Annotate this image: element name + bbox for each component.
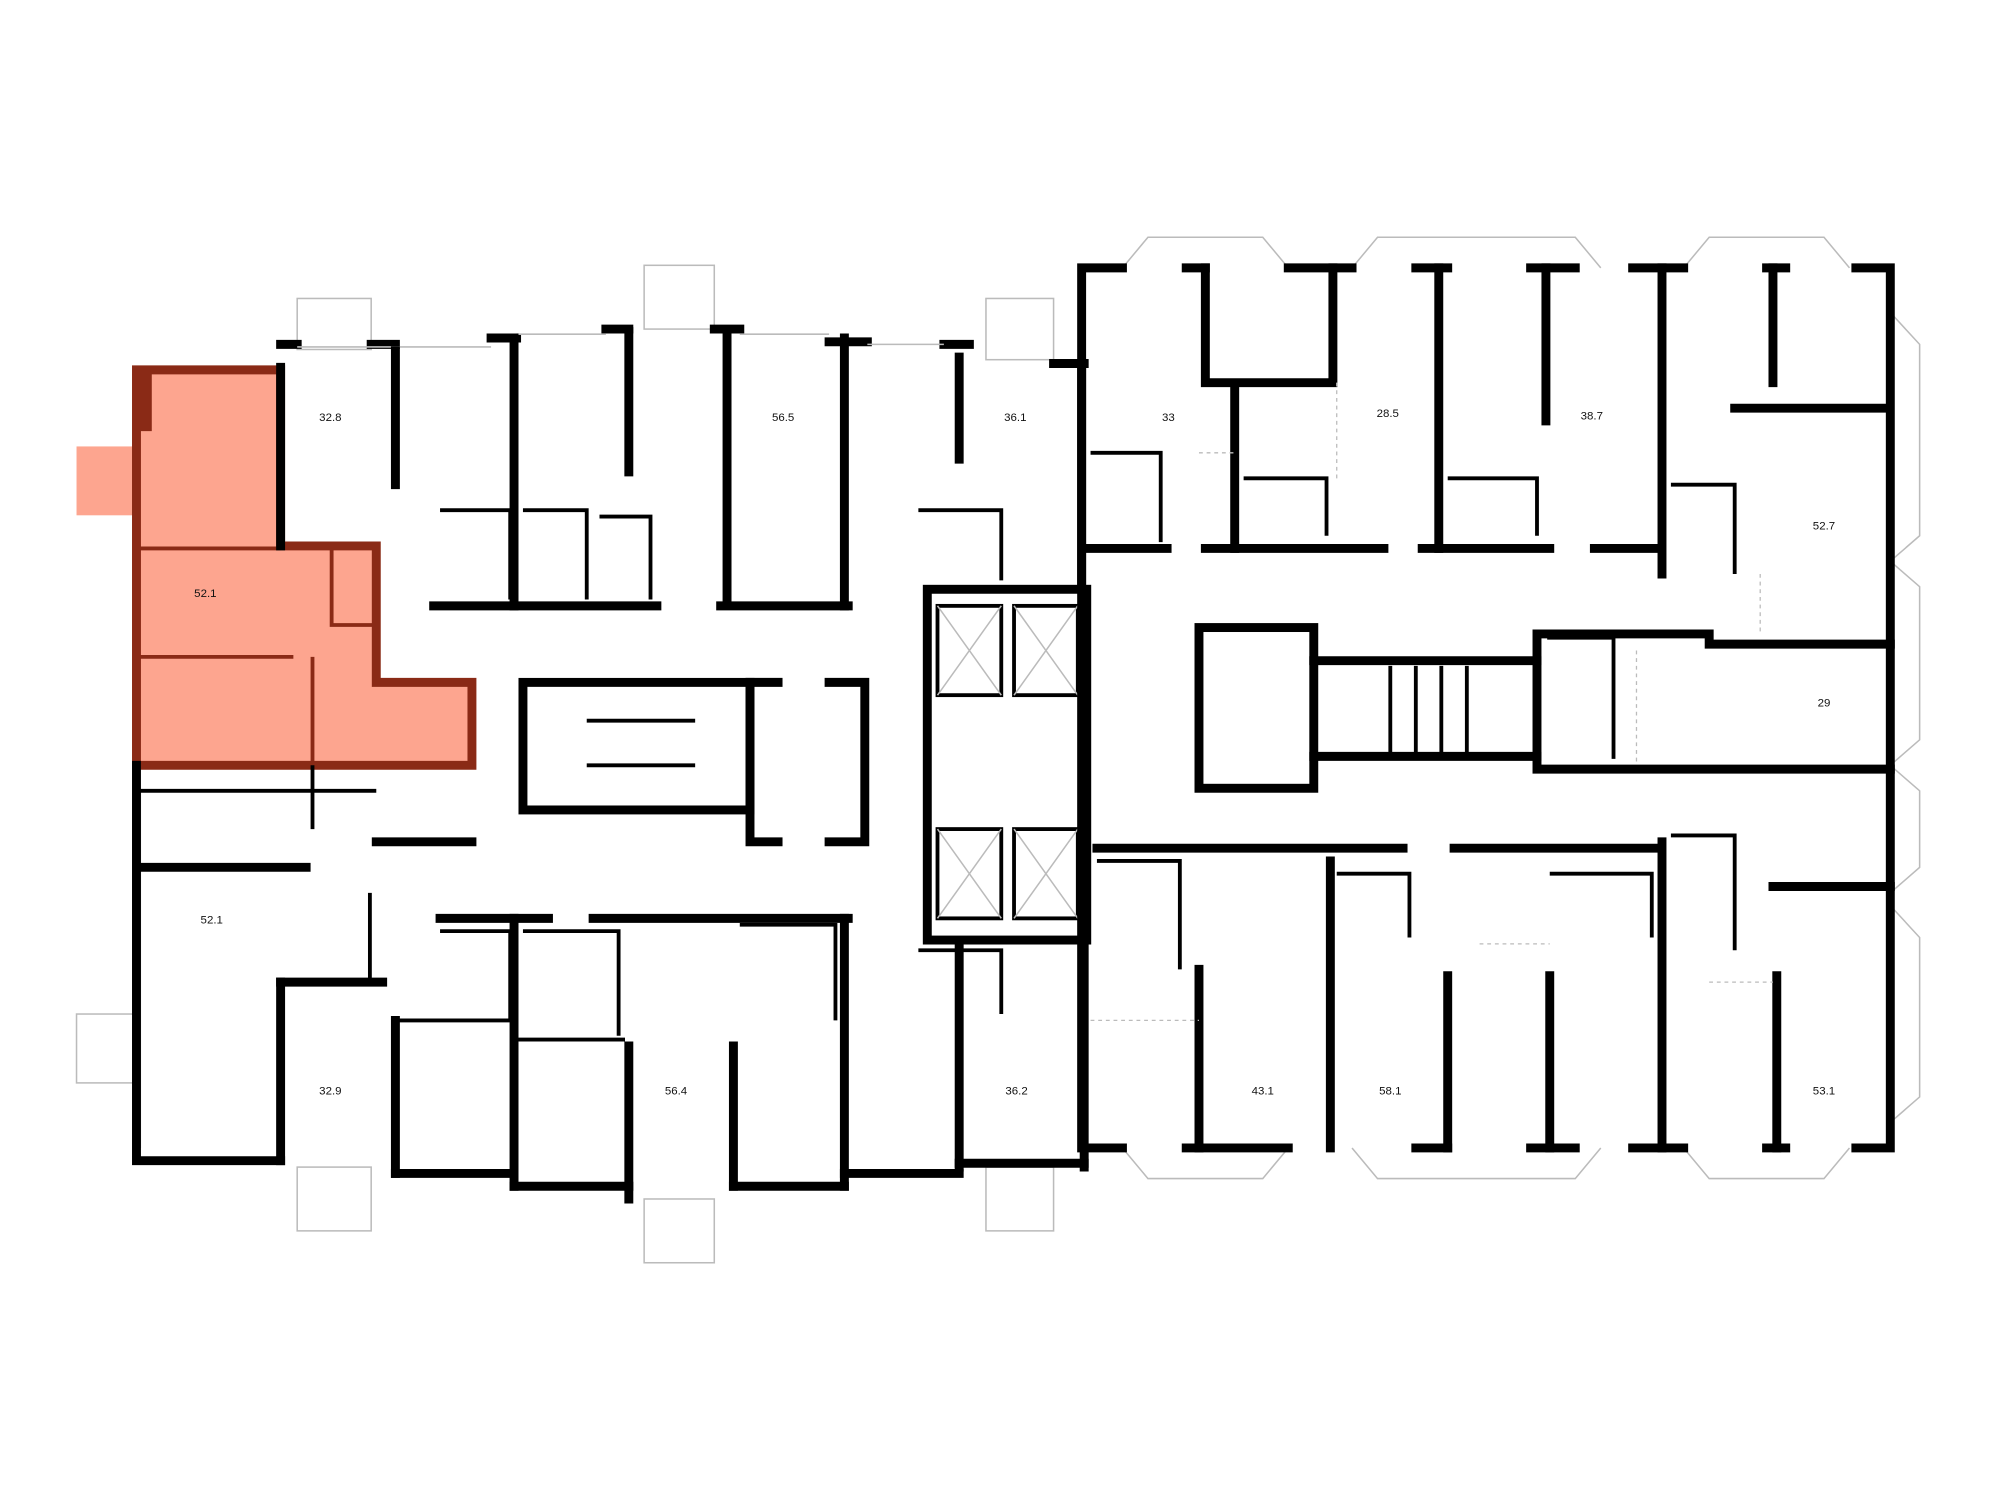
right-block-walls [1077, 263, 1895, 1153]
apartment-area-label[interactable]: 52.1 [194, 588, 216, 600]
selected-balcony [76, 446, 137, 516]
apartment-area-label[interactable]: 56.5 [772, 412, 794, 424]
apartment-area-label[interactable]: 32.9 [319, 1085, 341, 1097]
selected-apartment-shape [132, 365, 477, 770]
apartment-area-label[interactable]: 38.7 [1581, 411, 1603, 423]
apartment-area-label[interactable]: 56.4 [665, 1085, 688, 1097]
apartment-area-label[interactable]: 52.1 [201, 914, 223, 926]
apartment-area-label[interactable]: 43.1 [1252, 1085, 1274, 1097]
apartment-area-label[interactable]: 28.5 [1377, 408, 1399, 420]
apartment-area-label[interactable]: 53.1 [1813, 1085, 1835, 1097]
apartment-area-label[interactable]: 32.8 [319, 412, 341, 424]
apartment-area-label[interactable]: 36.1 [1004, 412, 1026, 424]
apartment-labels: 52.1 32.8 56.5 36.1 33 28.5 38.7 52.7 29… [194, 408, 1835, 1097]
apartment-area-label[interactable]: 29 [1818, 698, 1831, 710]
apartment-area-label[interactable]: 36.2 [1005, 1085, 1027, 1097]
apartment-selected[interactable] [76, 365, 477, 770]
apartment-area-label[interactable]: 33 [1162, 412, 1175, 424]
apartment-area-label[interactable]: 58.1 [1379, 1085, 1401, 1097]
apartment-area-label[interactable]: 52.7 [1813, 520, 1835, 532]
left-block-walls [132, 324, 1092, 1204]
